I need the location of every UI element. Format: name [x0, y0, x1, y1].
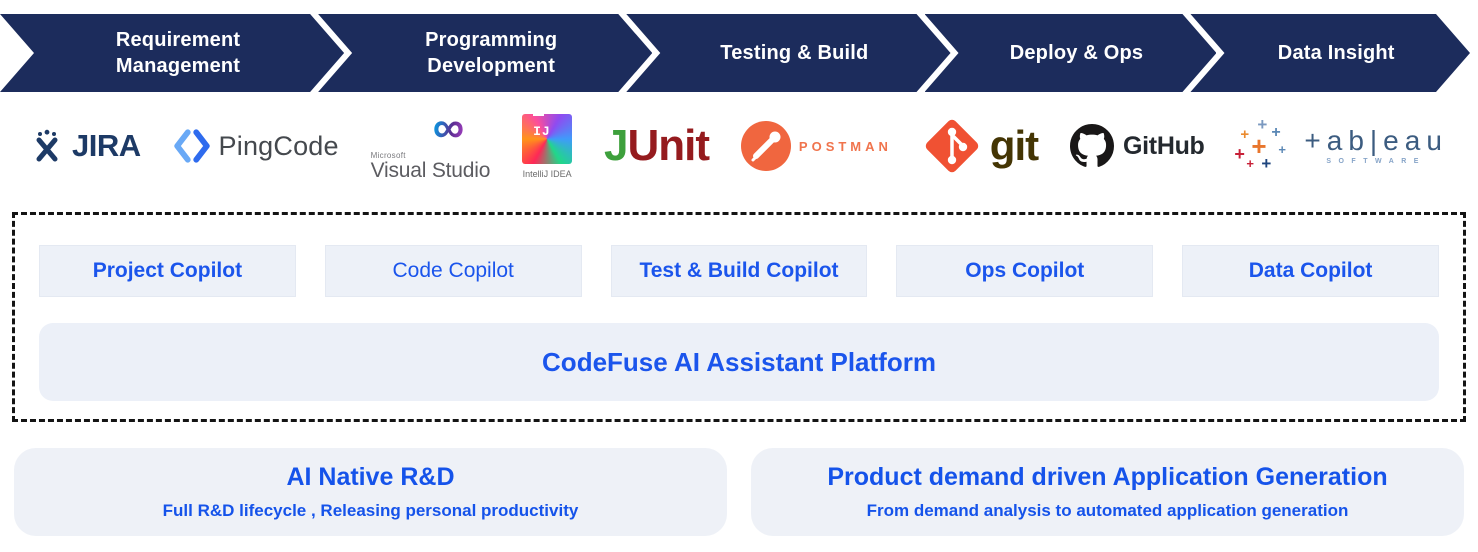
postman-wordmark: POSTMAN — [798, 138, 892, 154]
github-wordmark: GitHub — [1123, 131, 1205, 160]
copilot-row: Project Copilot Code Copilot Test & Buil… — [39, 245, 1439, 297]
tool-logos-row: JIRA PingCode ∞ Microsoft Visual Studio … — [0, 92, 1478, 200]
chip-project-copilot: Project Copilot — [39, 245, 296, 297]
jira-wordmark: JIRA — [72, 128, 141, 163]
stage-label-line: Testing & Build — [720, 41, 869, 64]
pipeline-band: Requirement Management Programming Devel… — [0, 14, 1470, 92]
microsoft-label: Microsoft — [370, 151, 406, 160]
pingcode-icon — [173, 129, 210, 163]
logo-pingcode: PingCode — [173, 127, 339, 165]
visual-studio-infinity-icon: ∞ — [432, 103, 465, 152]
logo-visual-studio: ∞ Microsoft Visual Studio — [370, 103, 491, 182]
chip-ops-copilot: Ops Copilot — [896, 245, 1154, 297]
stage-testing-build: Testing & Build — [626, 14, 950, 92]
codefuse-panel: Project Copilot Code Copilot Test & Buil… — [12, 212, 1466, 422]
tableau-wordmark: +ab|eau — [1304, 125, 1448, 156]
tableau-icon: + + + + + + + + — [1234, 115, 1286, 173]
chip-code-copilot: Code Copilot — [324, 245, 582, 297]
stage-label-line: Development — [427, 55, 556, 77]
junit-unit: Unit — [627, 121, 710, 170]
card-title: AI Native R&D — [286, 463, 455, 491]
logo-postman: POSTMAN — [740, 121, 892, 171]
git-icon — [923, 117, 981, 175]
card-ai-native-rd: AI Native R&D Full R&D lifecycle , Relea… — [14, 448, 727, 536]
junit-j: J — [604, 121, 629, 170]
chip-test-build-copilot: Test & Build Copilot — [610, 245, 868, 297]
bottom-cards-row: AI Native R&D Full R&D lifecycle , Relea… — [14, 448, 1464, 536]
card-title: Product demand driven Application Genera… — [827, 463, 1388, 491]
git-wordmark: git — [989, 122, 1039, 169]
github-octocat-icon — [1070, 124, 1114, 167]
stage-label-line: Requirement — [115, 28, 241, 51]
logo-tableau: + + + + + + + + +ab|eau SOFTWARE — [1234, 115, 1448, 174]
tableau-words: +ab|eau SOFTWARE — [1304, 125, 1448, 166]
postman-icon — [740, 121, 791, 171]
card-subtitle: From demand analysis to automated applic… — [866, 501, 1349, 520]
lifecycle-diagram: Requirement Management Programming Devel… — [0, 14, 1478, 552]
visual-studio-words: Microsoft Visual Studio — [370, 151, 491, 182]
logo-intellij-idea: IJ IntelliJ IDEA — [522, 112, 573, 179]
pingcode-wordmark: PingCode — [218, 130, 339, 161]
visual-studio-wordmark: Visual Studio — [370, 159, 491, 182]
stage-programming-development: Programming Development — [318, 14, 652, 92]
logo-git: git — [923, 117, 1039, 175]
stage-label-line: Management — [115, 55, 241, 77]
intellij-icon: IJ — [522, 112, 573, 164]
card-product-demand-generation: Product demand driven Application Genera… — [751, 448, 1464, 536]
stage-label-line: Deploy & Ops — [1009, 41, 1144, 64]
intellij-badge: IJ — [533, 123, 551, 139]
chip-data-copilot: Data Copilot — [1182, 245, 1439, 297]
card-subtitle: Full R&D lifecycle , Releasing personal … — [162, 501, 579, 520]
logo-github: GitHub — [1070, 124, 1205, 168]
stage-label-line: Programming — [425, 28, 558, 51]
logo-junit: JUnit — [604, 121, 710, 171]
jira-icon — [36, 129, 58, 162]
tableau-software-label: SOFTWARE — [1326, 158, 1426, 165]
stage-deploy-ops: Deploy & Ops — [925, 14, 1217, 92]
intellij-caption: IntelliJ IDEA — [522, 168, 572, 179]
stage-data-insight: Data Insight — [1190, 14, 1470, 92]
codefuse-platform-bar: CodeFuse AI Assistant Platform — [39, 323, 1439, 401]
stage-requirement-management: Requirement Management — [0, 14, 344, 92]
logo-jira: JIRA — [30, 128, 141, 164]
stage-label-line: Data Insight — [1277, 41, 1395, 64]
